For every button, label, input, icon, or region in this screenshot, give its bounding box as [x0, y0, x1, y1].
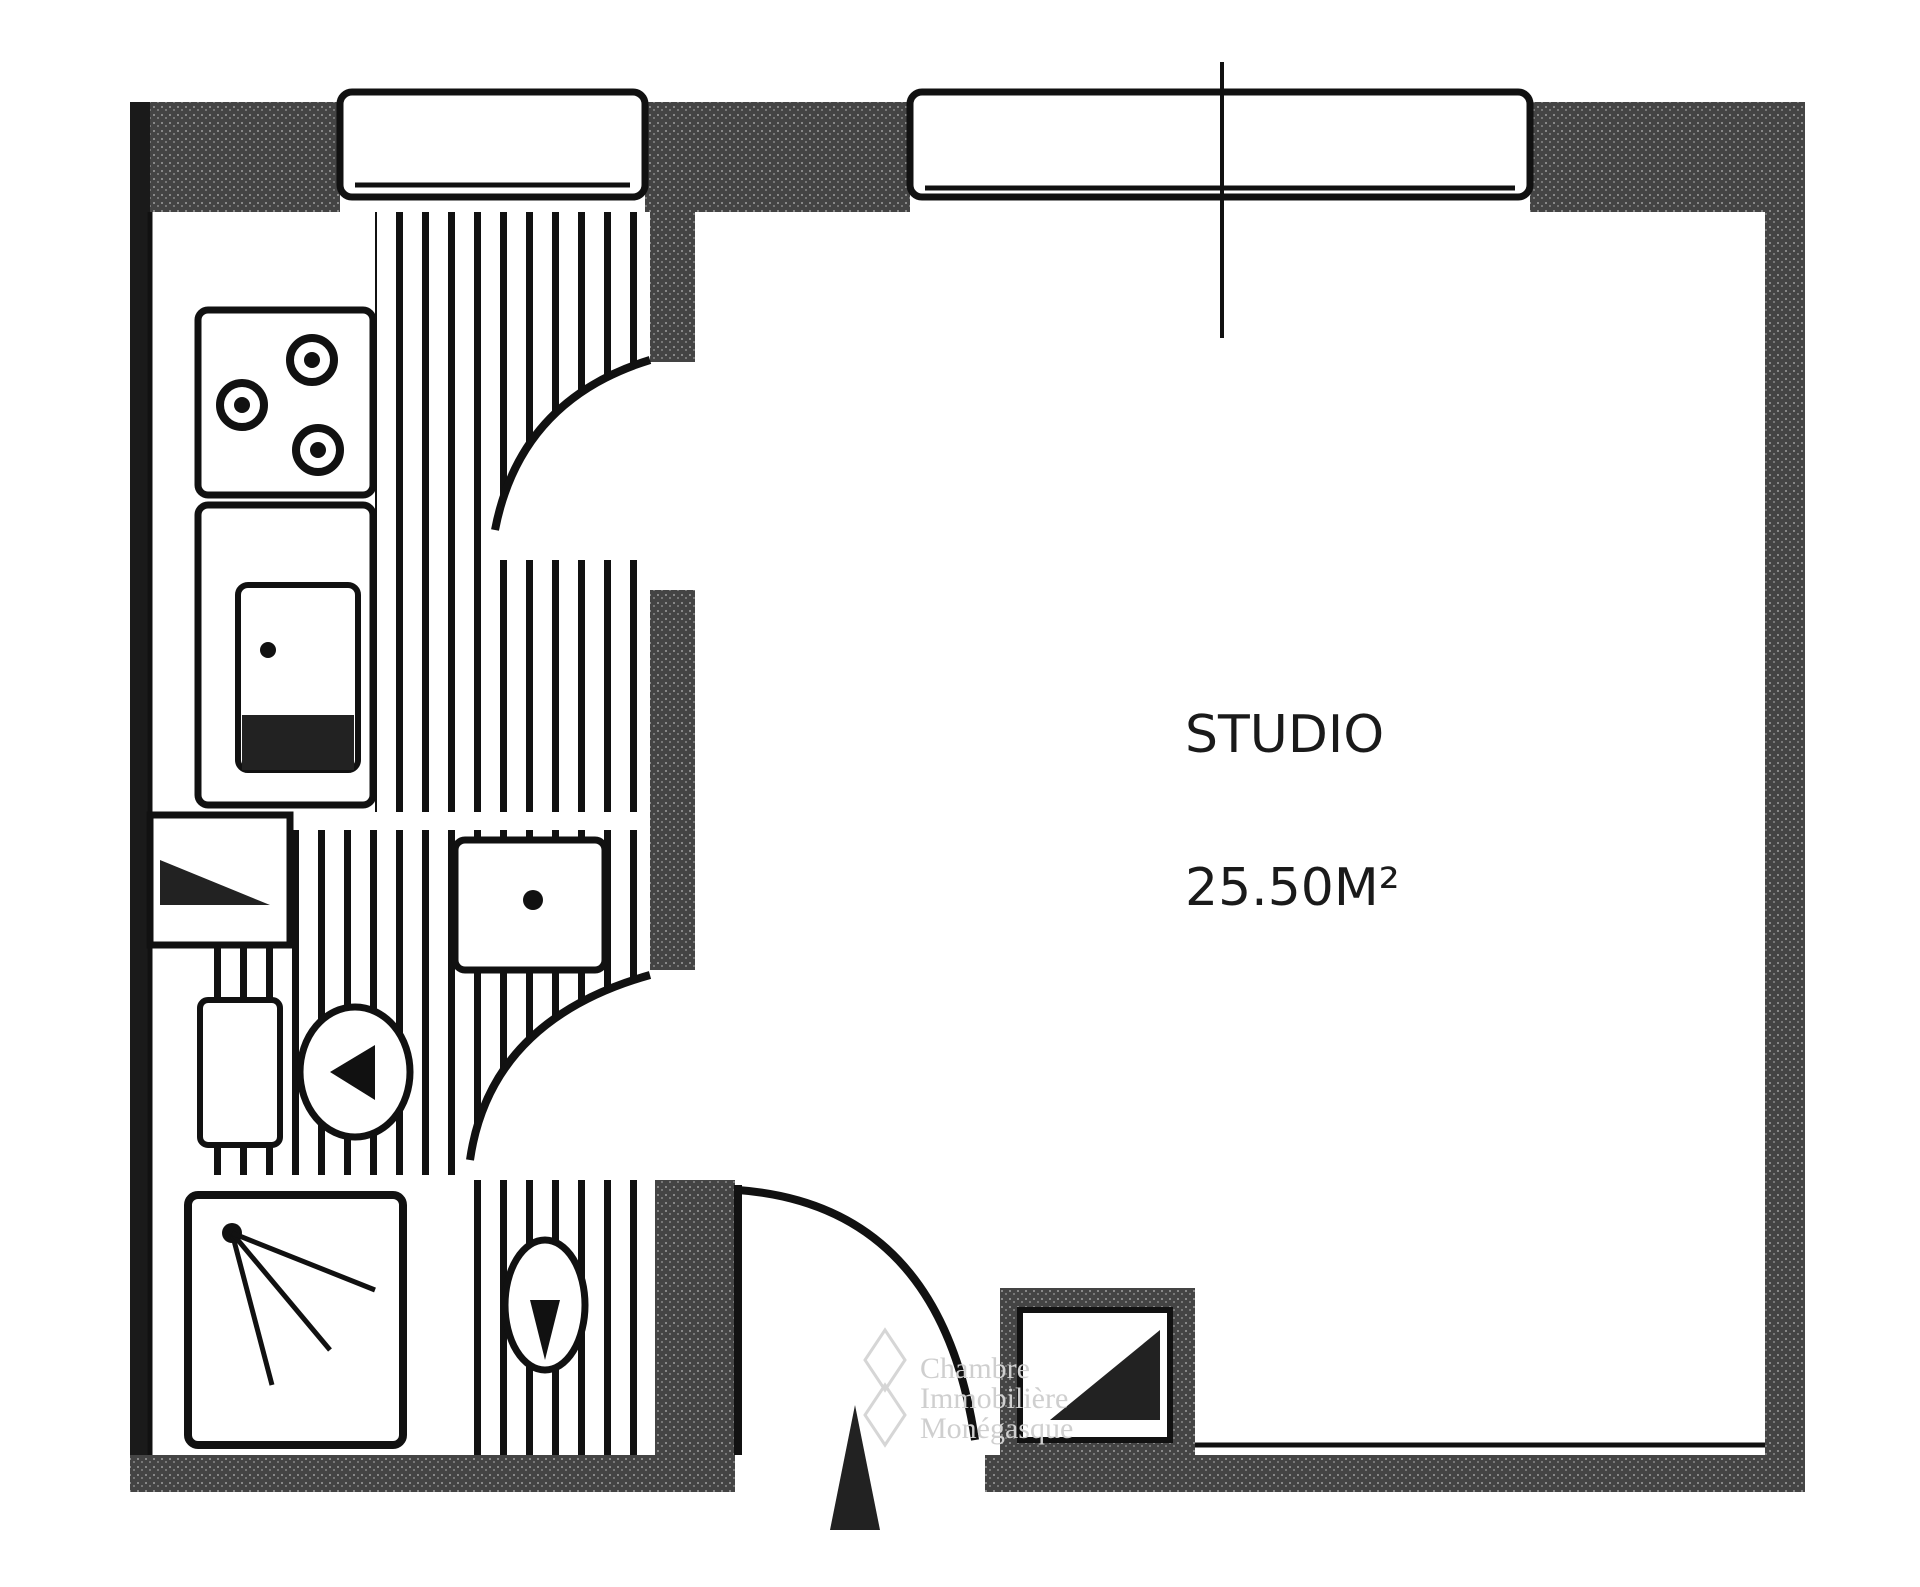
watermark: Chambre Immobilière Monégasque: [863, 1327, 1073, 1448]
entrance-arrow-icon: [830, 1405, 880, 1530]
wash-basin: [451, 836, 609, 974]
window-right: [906, 62, 1534, 338]
watermark-line-3: Monégasque: [920, 1412, 1073, 1445]
outer-walls: [130, 102, 1805, 1492]
toilet: [197, 997, 414, 1148]
watermark-line-1: Chambre: [920, 1352, 1030, 1385]
shower: [184, 1191, 407, 1449]
room-name: STUDIO: [1185, 705, 1384, 765]
wall-cabinet: [160, 860, 270, 905]
bidet: [501, 1236, 589, 1374]
sink-counter: [194, 501, 377, 809]
watermark-line-2: Immobilière: [920, 1382, 1068, 1415]
room-area: 25.50M²: [1185, 858, 1400, 918]
door-swings: [466, 356, 979, 1455]
window-left: [336, 88, 649, 201]
stove: [194, 306, 377, 499]
